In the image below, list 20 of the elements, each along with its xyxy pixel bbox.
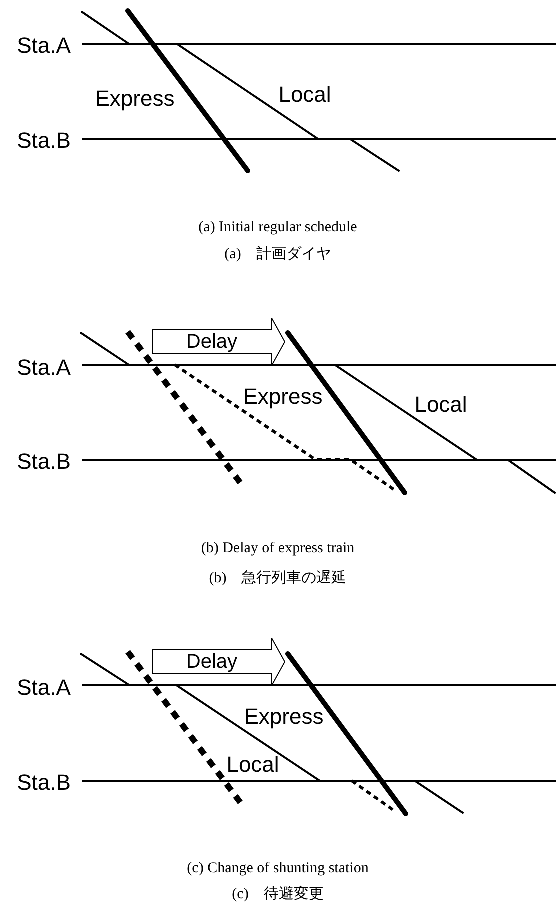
station-label: Sta.B: [17, 449, 71, 475]
train-label: Express: [244, 704, 324, 730]
station-label: Sta.A: [17, 675, 71, 701]
station-label: Sta.B: [17, 128, 71, 154]
station-label: Sta.B: [17, 770, 71, 796]
train-label: Local: [278, 82, 332, 108]
caption: (a) Initial regular schedule: [198, 220, 358, 236]
train-label: Express: [95, 86, 175, 112]
train-label: Local: [226, 752, 280, 778]
caption: (b) 急行列車の遅延: [209, 569, 347, 588]
train-label: Express: [243, 384, 323, 410]
block-arrow: Delay: [152, 638, 286, 686]
train-label: Local: [414, 392, 468, 418]
caption: (b) Delay of express train: [201, 540, 355, 558]
caption: (a) 計画ダイヤ: [224, 245, 332, 264]
station-label: Sta.A: [17, 33, 71, 59]
caption: (c) Change of shunting station: [187, 860, 369, 878]
block-arrow: Delay: [152, 318, 286, 366]
caption: (c) 待避変更: [232, 884, 324, 904]
station-label: Sta.A: [17, 355, 71, 381]
